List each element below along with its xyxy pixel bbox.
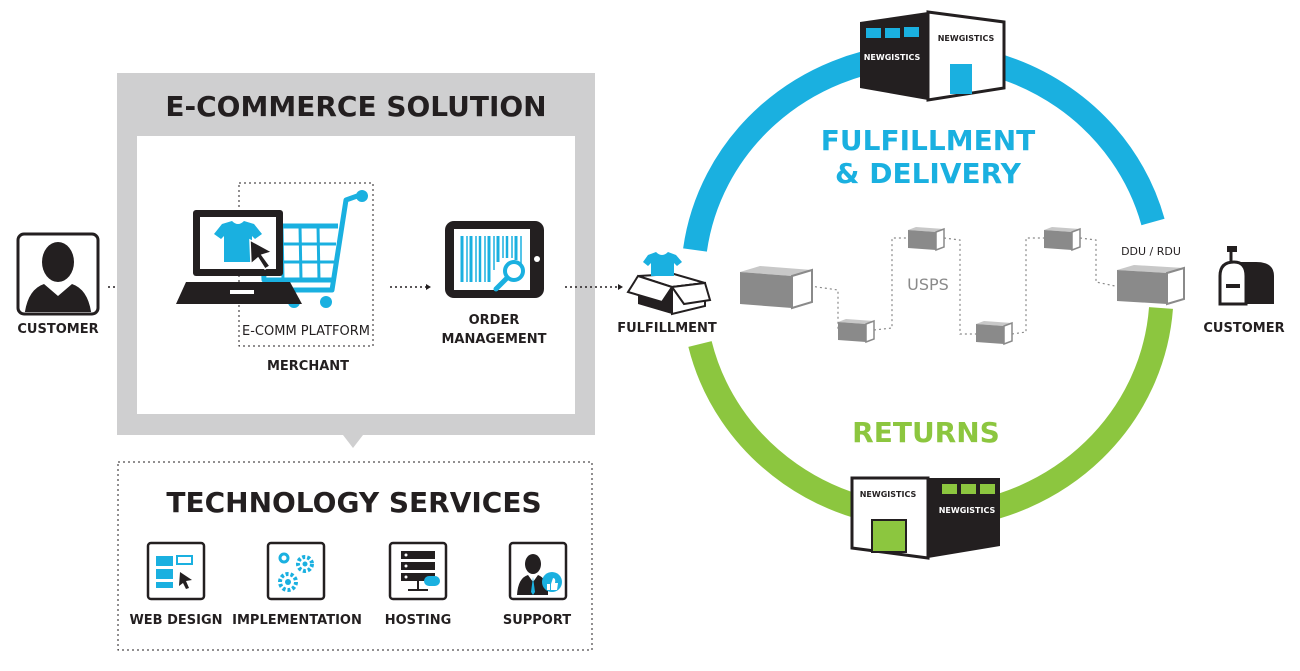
tech-label-web-design: WEB DESIGN: [129, 613, 222, 628]
warehouse-top-sign1: NEWGISTICS: [864, 53, 921, 62]
package-box-small-2: [908, 227, 945, 252]
tech-label-implementation: IMPLEMENTATION: [232, 613, 362, 628]
usps-route: [809, 237, 1116, 335]
customer-left: CUSTOMER: [16, 232, 100, 337]
fulfillment-box-icon: [626, 252, 712, 316]
mailbox-icon: [1218, 246, 1274, 306]
customer-right-label: CUSTOMER: [1203, 321, 1284, 336]
package-box-small-3: [976, 321, 1013, 346]
order-label-line1: ORDER: [469, 313, 520, 328]
tech-label-hosting: HOSTING: [385, 613, 452, 628]
barcode-tablet-icon: [445, 221, 544, 298]
ecomm-platform-label: E-COMM PLATFORM: [242, 324, 370, 339]
customer-silhouette-icon: [24, 242, 92, 312]
ddu-rdu-label: DDU / RDU: [1121, 245, 1181, 258]
merchant-label: MERCHANT: [267, 359, 349, 374]
web-design-icon: [146, 541, 206, 601]
ecommerce-title: E-COMMERCE SOLUTION: [165, 90, 546, 123]
returns-label: RETURNS: [852, 416, 1000, 449]
warehouse-bottom-icon: NEWGISTICS NEWGISTICS: [850, 476, 1000, 560]
fulfillment-delivery-line2: & DELIVERY: [835, 157, 1022, 190]
technology-services-panel: TECHNOLOGY SERVICES WEB DESIGN IMPLEMENT…: [117, 461, 593, 651]
ecomm-platform-box: [238, 182, 374, 347]
order-label-line2: MANAGEMENT: [441, 332, 546, 347]
gears-icon: [266, 541, 326, 601]
technology-title: TECHNOLOGY SERVICES: [166, 486, 541, 519]
support-agent-icon: [508, 541, 568, 601]
package-box-large: [740, 266, 813, 310]
warehouse-bottom-sign2: NEWGISTICS: [939, 506, 996, 515]
warehouse-top-sign2: NEWGISTICS: [938, 34, 995, 43]
fulfillment-delivery-line1: FULFILLMENT: [821, 124, 1035, 157]
warehouse-top-icon: NEWGISTICS NEWGISTICS: [860, 10, 1006, 102]
package-box-small-4: [1044, 227, 1081, 252]
usps-label: USPS: [907, 275, 949, 294]
panel-pointer: [343, 435, 363, 448]
fulfillment-label: FULFILLMENT: [617, 321, 717, 336]
package-box-ddu: [1117, 265, 1185, 306]
tech-label-support: SUPPORT: [503, 613, 571, 628]
customer-left-label: CUSTOMER: [17, 322, 98, 337]
package-box-small-1: [838, 319, 875, 344]
laptop-cart-icon: [176, 190, 368, 308]
warehouse-bottom-sign1: NEWGISTICS: [860, 490, 917, 499]
server-icon: [388, 541, 448, 601]
